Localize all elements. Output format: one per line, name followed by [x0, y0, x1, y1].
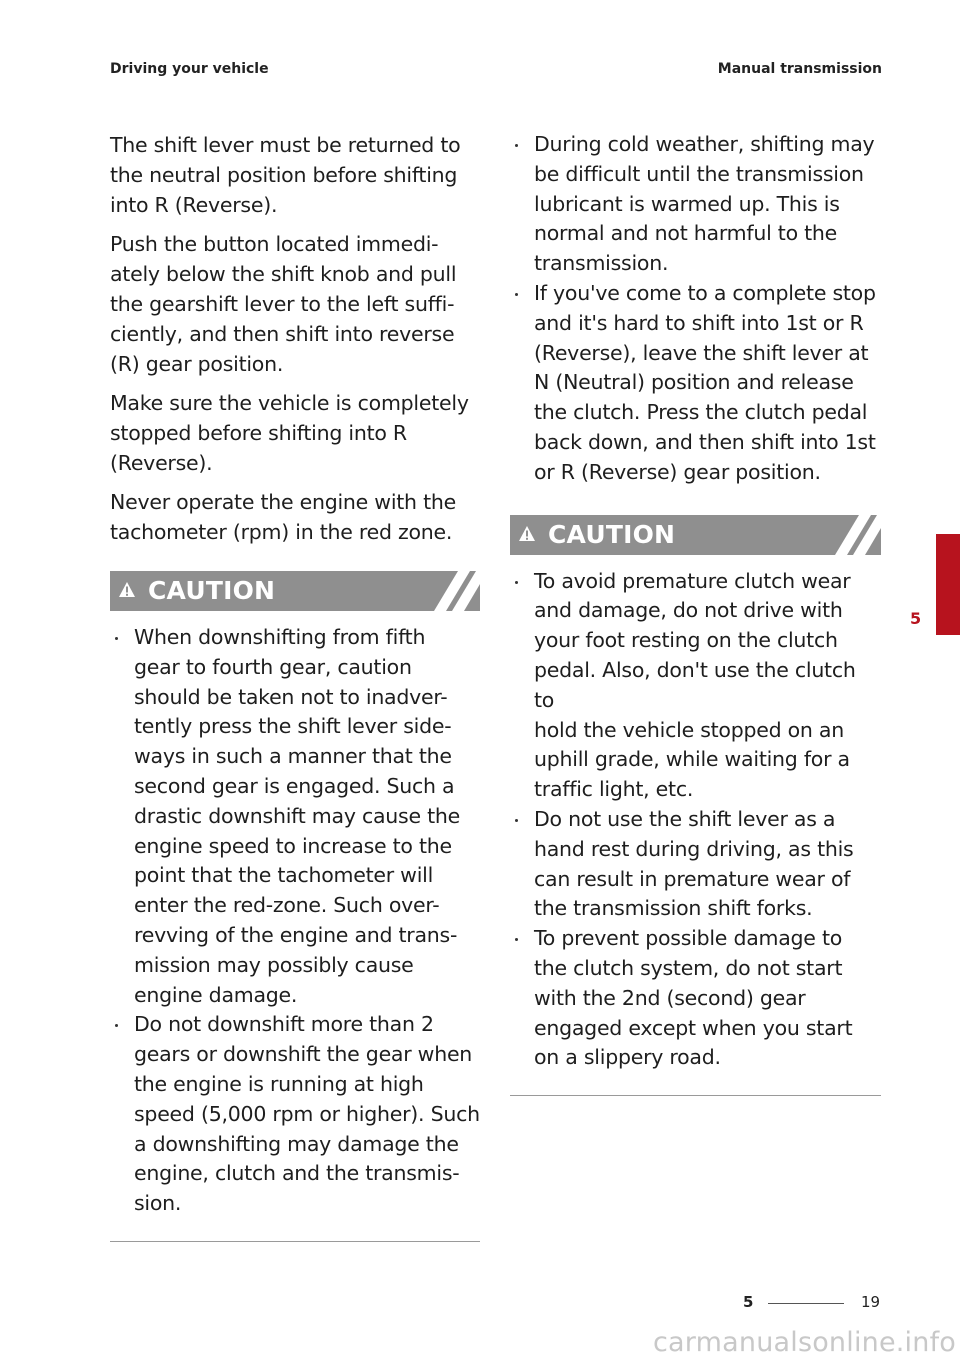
caution-item-text: To prevent possible damage to the clutch… [534, 926, 853, 1070]
footer-section-number: 5 [743, 1293, 754, 1311]
list-item: Do not downshift more than 2 gears or do… [110, 1010, 480, 1219]
bullet-dot [515, 938, 518, 942]
info-item-text: During cold weather, shifting may be dif… [534, 132, 875, 276]
slash-stripes-decoration [434, 571, 480, 611]
list-item: When downshifting from fifth gear to fou… [110, 623, 480, 1010]
info-item-text: If you've come to a complete stop and it… [534, 280, 876, 484]
caution-title: CAUTION [548, 519, 676, 549]
caution-list: To avoid premature clutch wear and damag… [510, 567, 881, 1074]
caution-banner: CAUTION [110, 571, 480, 611]
paragraph-red-zone: Never operate the engine with the tachom… [110, 490, 456, 544]
chapter-side-tab [936, 534, 960, 635]
caution-title: CAUTION [148, 576, 276, 605]
bullet-dot [115, 1024, 118, 1028]
paragraph-return-neutral: The shift lever must be returned to the … [110, 133, 461, 217]
right-column: During cold weather, shifting may be dif… [510, 130, 881, 1097]
chapter-tab-number: 5 [910, 609, 922, 628]
caution-banner: CAUTION [510, 514, 881, 555]
section-divider [110, 1240, 480, 1242]
bullet-dot [515, 144, 518, 147]
caution-item-text: Do not downshift more than 2 gears or do… [134, 1012, 480, 1216]
list-item: Do not use the shift lever as a hand res… [510, 805, 881, 924]
left-column: The shift lever must be returned to the … [110, 130, 480, 1242]
section-divider [510, 1095, 881, 1097]
bullet-dot [515, 818, 518, 822]
bullet-dot [515, 580, 518, 584]
info-list: During cold weather, shifting may be dif… [510, 130, 881, 488]
caution-list: When downshifting from fifth gear to fou… [110, 623, 480, 1219]
page-number: 19 [861, 1293, 881, 1311]
paragraph-reverse-procedure: Push the button located immedi- ately be… [110, 232, 457, 376]
caution-item-text: To avoid premature clutch wear and damag… [534, 568, 856, 802]
caution-item-text: When downshifting from fifth gear to fou… [134, 625, 461, 1007]
caution-item-text: Do not use the shift lever as a hand res… [534, 806, 854, 921]
bullet-dot [515, 292, 518, 296]
warning-triangle-icon [119, 582, 135, 597]
list-item: To avoid premature clutch wear and damag… [510, 567, 881, 805]
bullet-dot [115, 637, 118, 640]
list-item: To prevent possible damage to the clutch… [510, 924, 881, 1073]
running-header-chapter: Driving your vehicle [110, 61, 269, 77]
running-header-section: Manual transmission [717, 61, 882, 77]
list-item: During cold weather, shifting may be dif… [510, 130, 881, 279]
paragraph-stop-before-reverse: Make sure the vehicle is completely stop… [110, 391, 469, 475]
watermark: carmanualsonline.info [653, 1327, 956, 1358]
slash-stripes-decoration [835, 514, 881, 555]
footer-divider [768, 1303, 844, 1304]
list-item: If you've come to a complete stop and it… [510, 279, 881, 488]
warning-triangle-icon [519, 525, 535, 541]
